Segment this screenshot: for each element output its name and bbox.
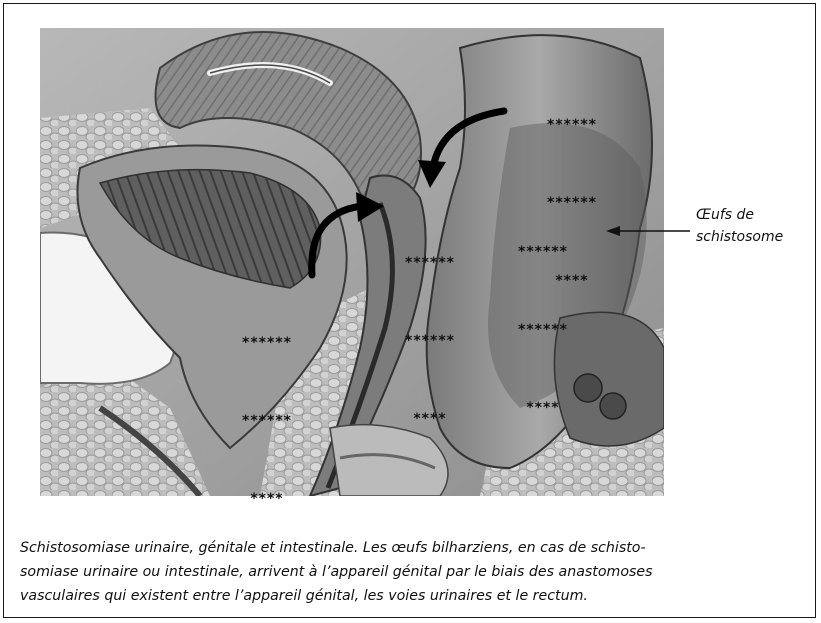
caption-line1: Schistosomiase urinaire, génitale et int… <box>20 536 802 560</box>
egg-row: ****** <box>527 112 617 138</box>
egg-cluster-uterus: ****** ****** **** <box>222 278 312 538</box>
egg-row: ****** <box>385 328 475 354</box>
egg-row: ****** <box>385 250 475 276</box>
egg-row: ****** <box>222 330 312 356</box>
egg-row: **** <box>498 395 588 421</box>
egg-label: Œufs de schistosome <box>696 204 783 248</box>
egg-label-line2: schistosome <box>696 226 783 248</box>
caption-line2: somiase urinaire ou intestinale, arriven… <box>20 560 802 584</box>
egg-row: ****** <box>498 239 588 265</box>
egg-cluster-rectum: ****** ****** **** <box>498 187 588 447</box>
egg-label-line1: Œufs de <box>696 204 783 226</box>
egg-row: **** <box>222 486 312 512</box>
egg-row: ****** <box>222 408 312 434</box>
egg-row: ****** <box>498 317 588 343</box>
caption-line3: vasculaires qui existent entre l’apparei… <box>20 584 802 608</box>
egg-row: **** <box>385 406 475 432</box>
egg-cluster-vagina: ****** ****** **** <box>385 198 475 458</box>
figure-caption: Schistosomiase urinaire, génitale et int… <box>20 536 802 608</box>
